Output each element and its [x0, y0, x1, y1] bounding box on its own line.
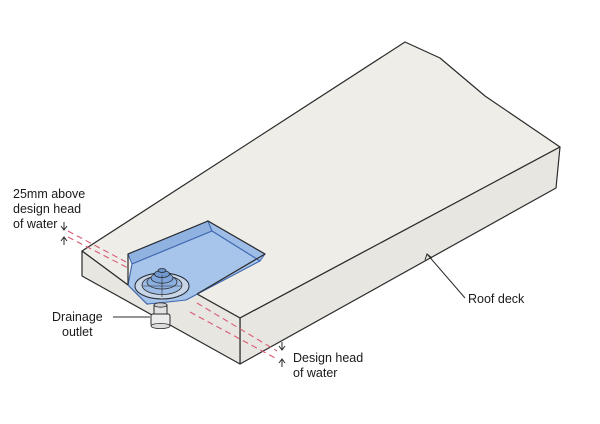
roof-deck-leader-arrow	[424, 253, 433, 261]
drainage-outlet-pipe	[150, 302, 171, 329]
dimension-arrow-upper	[60, 222, 68, 245]
water-level-lines	[67, 230, 278, 360]
upper-dashed-line	[67, 230, 278, 352]
roof-deck-leader	[426, 253, 466, 299]
roof-deck-label: Roof deck	[468, 292, 525, 306]
dimension-arrow-lower	[278, 342, 286, 367]
design-head-label: Design head of water	[293, 351, 367, 380]
drainage-outlet-fitting	[134, 268, 190, 300]
drainage-outlet-label: Drainage outlet	[52, 310, 106, 339]
lower-dashed-line	[67, 236, 278, 360]
above-head-label: 25mm above design head of water	[13, 187, 89, 231]
sump-outline	[127, 220, 266, 295]
